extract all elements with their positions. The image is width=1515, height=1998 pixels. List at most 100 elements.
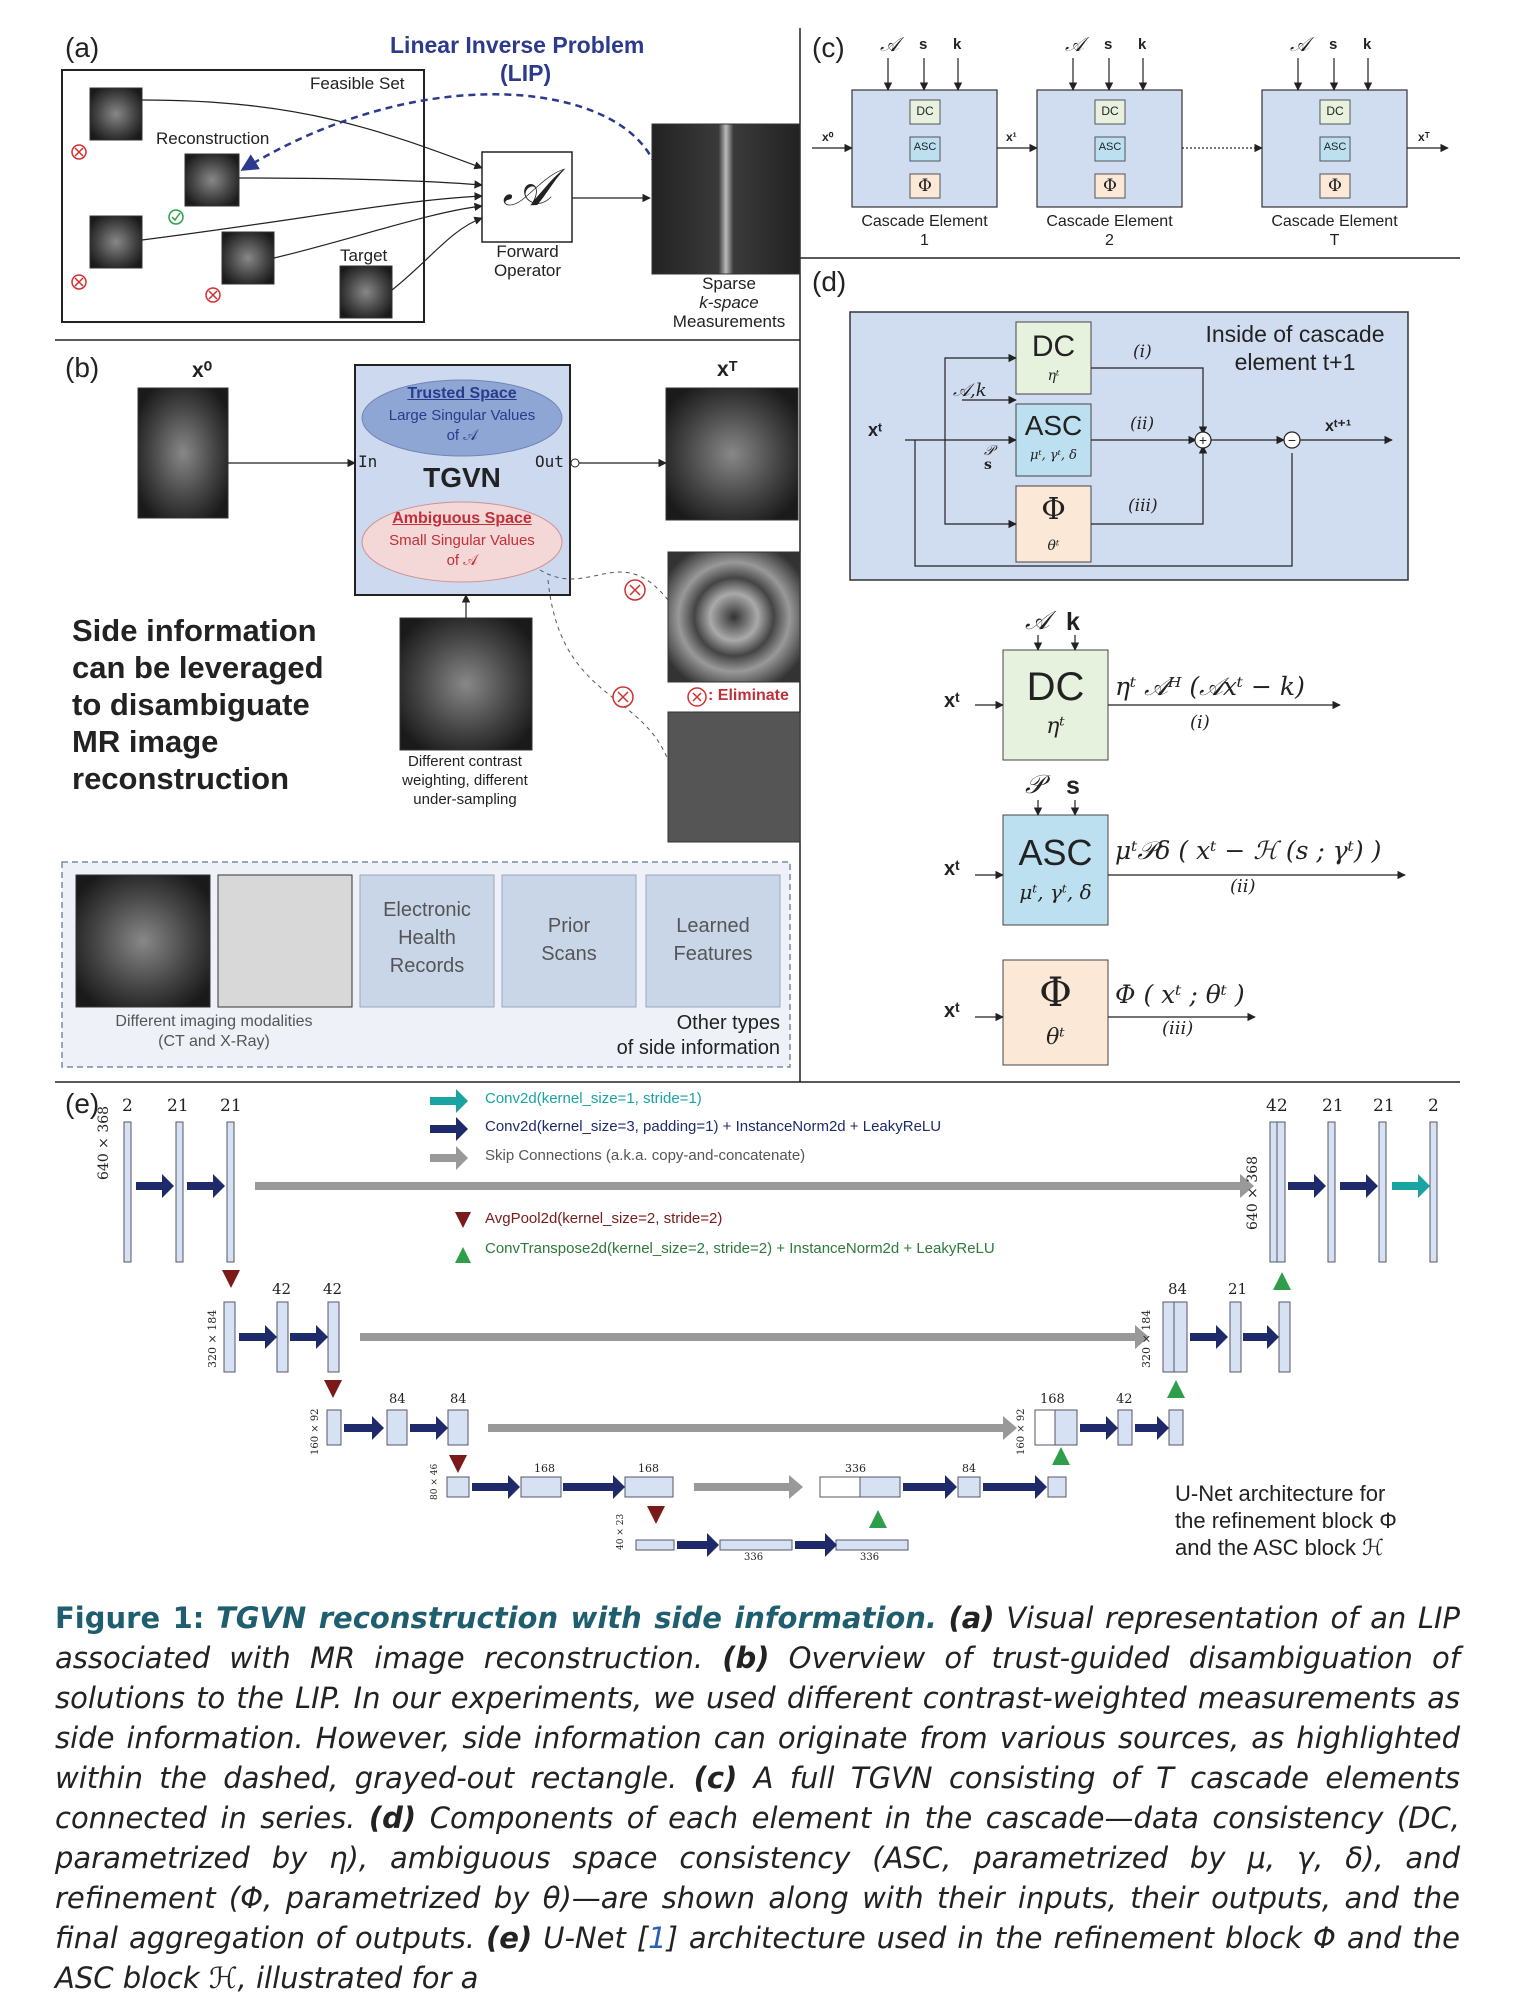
dc-detail-block: [1002, 649, 1109, 761]
xt1-label: xᵗ⁺¹: [1325, 418, 1352, 435]
channel-count: 168: [1040, 1392, 1065, 1407]
x-mark-icon: [612, 579, 707, 708]
candidate-image-3: [221, 231, 275, 285]
cascade-x0-label: x⁰: [822, 130, 834, 144]
kspace-measurements: [651, 123, 801, 275]
cascade-input-k: k: [1138, 36, 1147, 53]
conv-arrows: [136, 1117, 1378, 1557]
modalities-caption: Different imaging modalities(CT and X-Ra…: [115, 1013, 313, 1050]
cascade-input-A: 𝒜: [1290, 32, 1309, 56]
dc-block: [1015, 321, 1092, 395]
channel-count: 21: [1322, 1096, 1344, 1116]
channel-count: 84: [450, 1392, 467, 1407]
legend-conv1x1: Conv2d(kernel_size=1, stride=1): [485, 1090, 702, 1107]
ambiguous-space-line1: Small Singular Values: [389, 532, 535, 549]
phi-mini: Φ: [1103, 176, 1117, 196]
candidate-image-1: [89, 87, 143, 141]
level2-size-right: 160 × 92: [1016, 1408, 1027, 1455]
asc-input-P: 𝒫: [1025, 770, 1044, 800]
convtranspose-arrows: [455, 1247, 1291, 1528]
side-information-image: [399, 617, 533, 751]
caption-c-text: A full TGVN consisting of T cascade elem…: [55, 1761, 1461, 1835]
xt-label: xᵗ: [868, 420, 882, 440]
legend-conv3x3: Conv2d(kernel_size=3, padding=1) + Insta…: [485, 1118, 942, 1135]
target-label: Target: [340, 246, 388, 265]
caption-e-text-end: ] architecture used in the refinement bl…: [55, 1921, 1461, 1995]
dc-detail-label: DC: [1026, 665, 1085, 709]
reconstruction-image: [184, 153, 240, 207]
panel-c-label: (c): [812, 32, 845, 63]
phi-block-param: θᵗ: [1047, 538, 1060, 554]
legend-convtranspose: ConvTranspose2d(kernel_size=2, stride=2)…: [485, 1240, 995, 1257]
channel-count: 21: [167, 1096, 189, 1116]
cascade-input-k: k: [1363, 36, 1372, 53]
level0-size-right: 640 × 368: [1245, 1155, 1261, 1230]
citation-link[interactable]: 1: [648, 1921, 667, 1955]
cascade-x1-label: x¹: [1006, 130, 1017, 144]
trusted-space-title: Trusted Space: [407, 385, 517, 402]
asc-mini: ASC: [1098, 141, 1122, 153]
caption-b-text: Overview of trust-guided disambiguation …: [55, 1641, 1460, 1795]
asc-expression-tag: (ii): [1230, 876, 1256, 897]
caption-title: TGVN reconstruction with side informatio…: [215, 1601, 937, 1635]
dc-block-label: DC: [1031, 330, 1076, 363]
lip-title: Linear Inverse Problem: [390, 32, 645, 58]
asc-block: [1015, 403, 1092, 477]
cascade-inside-box: [849, 311, 1409, 581]
asc-detail-label: ASC: [1018, 832, 1093, 873]
ambiguous-space-ellipse: [361, 501, 563, 583]
panel-a-label: (a): [65, 32, 100, 63]
channel-count: 2: [122, 1096, 133, 1116]
eliminated-image-1: [667, 551, 801, 683]
trusted-space-line2: of 𝒜: [446, 427, 478, 444]
level4-size: 40 × 23: [616, 1513, 626, 1550]
eliminated-image-2: [667, 711, 801, 843]
path-iii-label: (iii): [1128, 496, 1158, 516]
panel-d-label: (d): [812, 266, 847, 297]
channel-count: 84: [962, 1462, 976, 1475]
eliminate-label: : Eliminate: [708, 687, 789, 704]
level3-size: 80 × 46: [430, 1463, 440, 1500]
dc-expression: ηᵗ 𝒜ᴴ (𝒜xᵗ − k): [1115, 672, 1305, 701]
channel-count: 168: [638, 1462, 659, 1475]
channel-count: 42: [323, 1280, 343, 1298]
svg-text:−: −: [1288, 432, 1296, 448]
channel-count: 168: [534, 1462, 555, 1475]
cascade-element-2: [1036, 89, 1183, 208]
cascade-input-s: s: [1329, 36, 1338, 53]
level0-size-left: 640 × 368: [96, 1105, 112, 1180]
panel-b-label: (b): [65, 352, 100, 383]
channel-count: 21: [1228, 1280, 1248, 1298]
channel-count: 84: [1168, 1280, 1188, 1298]
level1-size-right: 320 × 184: [1140, 1309, 1153, 1368]
dc-mini: DC: [1326, 104, 1344, 118]
phi-input-xt: xᵗ: [944, 1000, 960, 1022]
phi-detail-label: Φ: [1039, 970, 1072, 1016]
path-ii-label: (ii): [1130, 414, 1155, 434]
conv1x1-arrows: [430, 1089, 1430, 1198]
channel-count: 2: [1428, 1096, 1439, 1116]
channel-count: 336: [860, 1552, 880, 1563]
dc-input-A: 𝒜: [1025, 606, 1050, 636]
prior-scans-box: [501, 874, 637, 1008]
phi-expression: Φ ( xᵗ ; θᵗ ): [1115, 980, 1245, 1009]
asc-input-s: s: [1066, 772, 1080, 800]
check-mark-icon: [168, 209, 184, 225]
cascade-xT-label: xᵀ: [1418, 130, 1430, 144]
x-mark-icon: [71, 144, 221, 303]
channel-count: 336: [744, 1552, 764, 1563]
dc-expression-tag: (i): [1190, 712, 1210, 733]
candidate-image-2: [89, 215, 143, 269]
cascade-input-A: 𝒜: [1065, 32, 1084, 56]
cascade-input-A: 𝒜: [880, 32, 899, 56]
asc-mini: ASC: [913, 141, 937, 153]
